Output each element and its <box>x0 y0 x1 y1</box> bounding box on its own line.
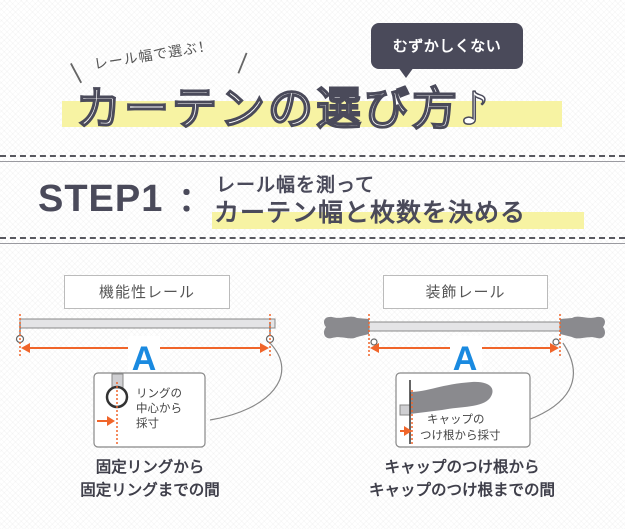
functional-rail-panel: 機能性レール A リングの 中心から 採寸 固定リングから 固定リングまでの <box>0 270 300 529</box>
stitch-divider <box>0 237 625 239</box>
divider-line <box>0 243 625 244</box>
badge-tail <box>398 67 414 78</box>
callout-line: 採寸 <box>136 416 159 430</box>
caption-line: 固定リングまでの間 <box>80 481 220 499</box>
zoom-connector <box>527 342 574 421</box>
callout-box <box>93 372 206 448</box>
callout-line: リングの <box>136 386 182 400</box>
step-label: STEP1 <box>38 178 164 220</box>
arrow-head-right <box>550 343 559 353</box>
ring-icon <box>370 338 378 346</box>
callout-line: キャップの <box>427 412 485 426</box>
ring-icon <box>552 338 560 346</box>
measure-label-a: A <box>453 340 478 378</box>
step-heading: カーテン幅と枚数を決める <box>214 198 527 227</box>
arrow-right-icon <box>404 426 412 436</box>
callout-line: 中心から <box>136 401 182 415</box>
arrow-head-left <box>21 343 30 353</box>
caption-line: キャップのつけ根から <box>384 458 540 476</box>
zoom-connector <box>209 342 283 421</box>
panel-label-decorative-rail: 装飾レール <box>383 275 548 309</box>
divider-line <box>0 161 625 162</box>
stitch-divider <box>0 155 625 157</box>
callout-line: つけ根から採寸 <box>420 428 501 442</box>
rail <box>368 321 561 332</box>
caption-line: 固定リングから <box>95 458 205 476</box>
header: むずかしくない | レール幅で選ぶ！ | カーテンの選び方♪ <box>0 0 625 150</box>
slash-right-decoration: | <box>234 49 251 76</box>
decorative-rail-diagram: A キャップの つけ根から採寸 <box>324 314 605 448</box>
finial-right-icon <box>560 316 605 339</box>
arrow-right-icon <box>107 416 115 426</box>
decorative-rail-panel: 装飾レール A キャップの つけ根から採寸 キャップのつけ根か <box>312 270 612 529</box>
arrow-head-right <box>260 343 269 353</box>
step-highlight <box>212 212 584 229</box>
arrow-head-left <box>370 343 379 353</box>
catch-phrase: レール幅で選ぶ！ <box>92 38 214 73</box>
cap-closeup-icon <box>410 381 493 414</box>
step-subtitle: レール幅を測って <box>216 174 376 196</box>
panel-label-functional-rail: 機能性レール <box>64 275 230 309</box>
step-colon: ： <box>178 180 212 220</box>
finial-left-icon <box>324 316 369 339</box>
functional-rail-diagram: A リングの 中心から 採寸 <box>15 314 283 448</box>
caption-functional-rail: 固定リングから 固定リングまでの間 <box>0 456 300 502</box>
measure-label-a: A <box>132 340 157 378</box>
rail <box>19 318 276 329</box>
caption-decorative-rail: キャップのつけ根から キャップのつけ根までの間 <box>312 456 612 502</box>
caption-line: キャップのつけ根までの間 <box>368 481 555 499</box>
page-title: カーテンの選び方♪ <box>75 81 492 136</box>
badge: むずかしくない <box>371 23 523 69</box>
title-highlight <box>62 101 562 127</box>
